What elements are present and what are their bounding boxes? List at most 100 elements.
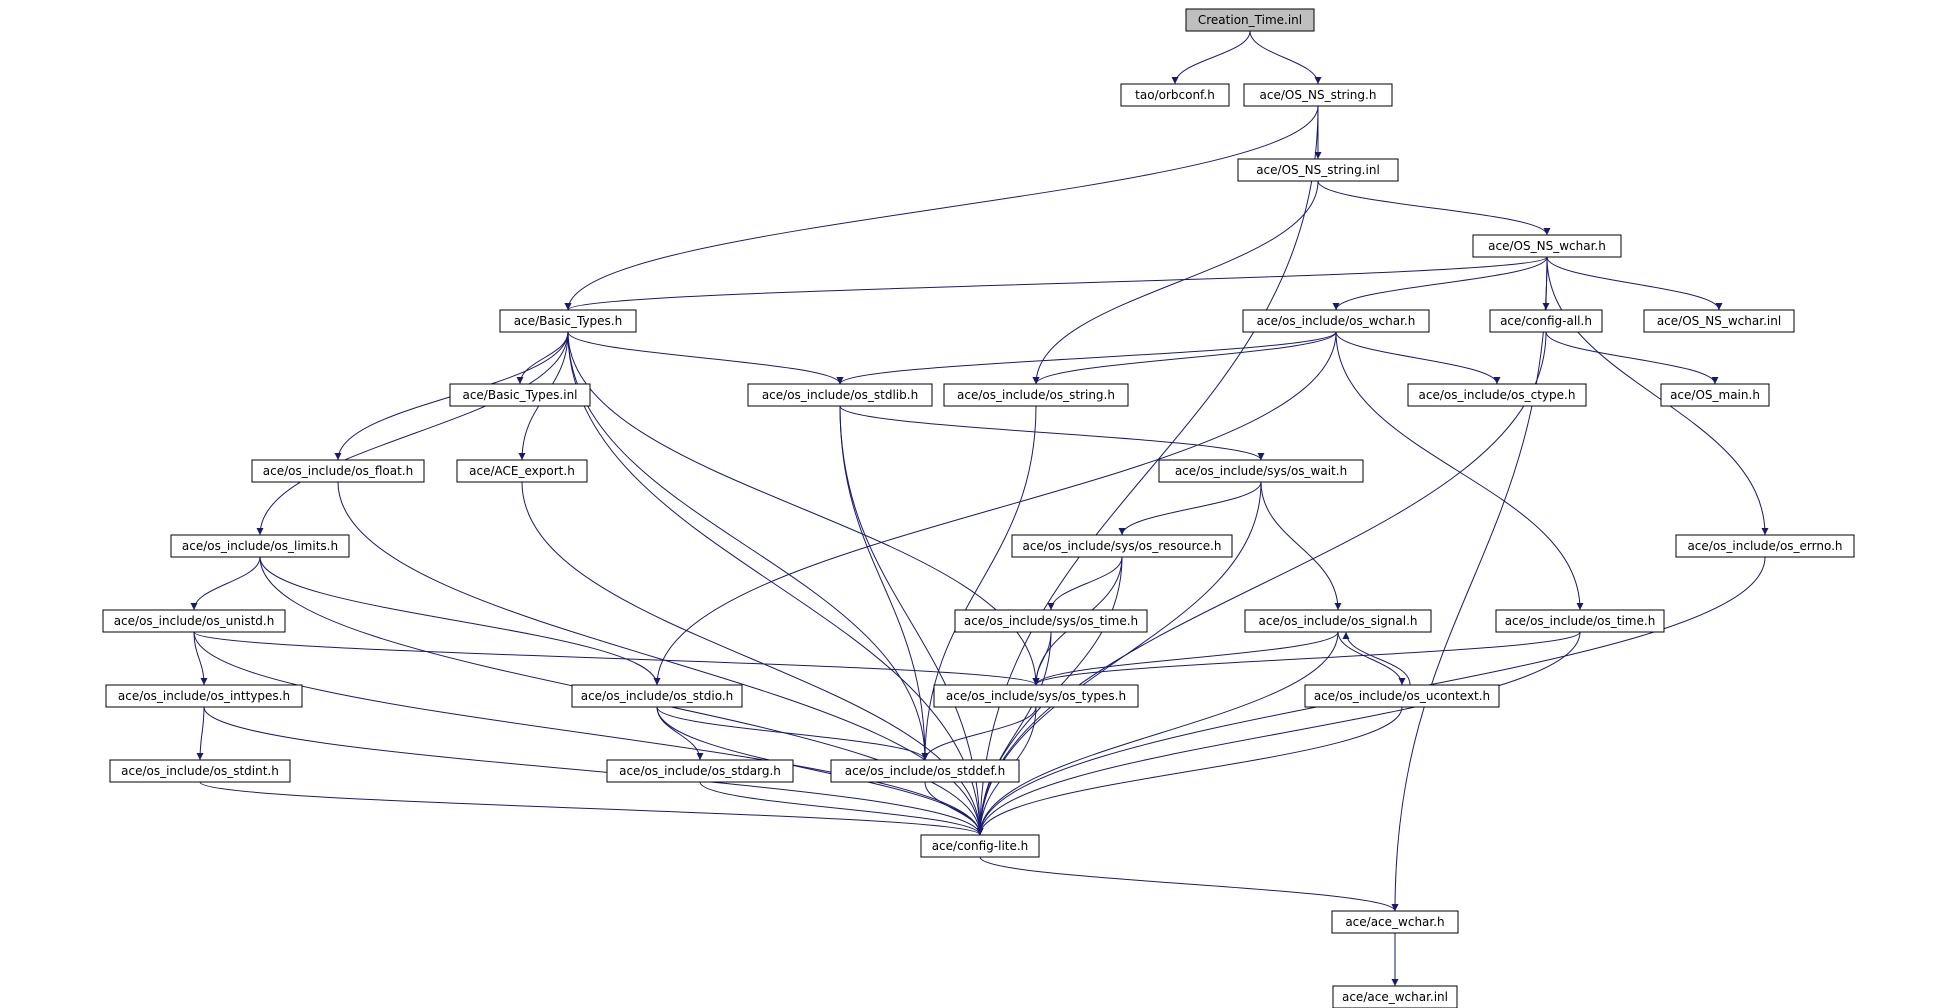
node-label: ace/OS_NS_string.inl <box>1256 163 1380 177</box>
edge-os_time_h-to-sys_os_types_h <box>1032 631 1581 686</box>
node-box <box>933 684 1139 708</box>
node-box <box>251 459 425 483</box>
node-os_stdio_h[interactable]: ace/os_include/os_stdio.h <box>571 684 743 708</box>
node-os_stddef_h[interactable]: ace/os_include/os_stddef.h <box>830 759 1020 783</box>
node-box <box>102 609 286 633</box>
node-label: ace/os_include/os_string.h <box>957 388 1115 402</box>
node-ace_export_h[interactable]: ace/ACE_export.h <box>456 459 588 483</box>
node-box <box>1332 985 1458 1008</box>
node-os_ns_wchar_inl[interactable]: ace/OS_NS_wchar.inl <box>1643 309 1795 333</box>
edge-os_ns_string_inl-to-os_ns_wchar_h <box>1317 180 1551 236</box>
node-box <box>1489 309 1603 333</box>
node-tao_orbconf_h[interactable]: tao/orbconf.h <box>1120 83 1230 107</box>
edge-os_unistd_h-to-sys_os_types_h <box>193 631 1040 686</box>
node-basic_types_h[interactable]: ace/Basic_Types.h <box>499 309 637 333</box>
edge-config_lite_h-to-ace_wchar_h <box>979 856 1399 912</box>
node-sys_os_resource_h[interactable]: ace/os_include/sys/os_resource.h <box>1011 534 1233 558</box>
node-label: ace/os_include/os_time.h <box>1505 614 1656 628</box>
node-box <box>1660 383 1770 407</box>
node-box <box>105 684 303 708</box>
edge-basic_types_h-to-os_limits_h <box>256 331 569 536</box>
edge-os_stdio_h-to-config_lite_h <box>656 706 984 836</box>
node-label: ace/ACE_export.h <box>469 464 575 478</box>
node-basic_types_inl[interactable]: ace/Basic_Types.inl <box>449 383 591 407</box>
node-os_ns_string_inl[interactable]: ace/OS_NS_string.inl <box>1237 158 1399 182</box>
node-box <box>571 684 743 708</box>
node-box <box>1472 234 1622 258</box>
edge-os_string_h-to-os_stddef_h <box>921 405 1037 761</box>
edge-os_stdio_h-to-os_stdarg_h <box>656 706 704 761</box>
node-config_all_h[interactable]: ace/config-all.h <box>1489 309 1603 333</box>
node-box <box>1675 534 1855 558</box>
edge-sys_os_resource_h-to-sys_os_time_h <box>1047 556 1123 611</box>
node-box <box>1120 83 1230 107</box>
edge-sys_os_types_h-to-os_stddef_h <box>921 706 1037 761</box>
node-creation_time_inl[interactable]: Creation_Time.inl <box>1185 8 1315 32</box>
node-os_ucontext_h[interactable]: ace/os_include/os_ucontext.h <box>1304 684 1500 708</box>
node-os_ctype_h[interactable]: ace/os_include/os_ctype.h <box>1407 383 1587 407</box>
edge-os_ns_wchar_h-to-ace_wchar_h <box>1391 256 1548 912</box>
node-ace_wchar_inl[interactable]: ace/ace_wchar.inl <box>1332 985 1458 1008</box>
edge-config_all_h-to-config_lite_h <box>976 331 1547 836</box>
node-label: ace/os_include/sys/os_wait.h <box>1175 464 1347 478</box>
node-label: ace/OS_NS_wchar.h <box>1488 239 1606 253</box>
node-box <box>1304 684 1500 708</box>
edge-os_stdio_h-to-os_stddef_h <box>656 706 929 761</box>
edge-basic_types_h-to-config_lite_h <box>567 331 984 836</box>
node-label: ace/ace_wchar.inl <box>1342 990 1448 1004</box>
node-label: ace/os_include/sys/os_types.h <box>946 689 1126 703</box>
node-os_stdint_h[interactable]: ace/os_include/os_stdint.h <box>109 759 291 783</box>
node-config_lite_h[interactable]: ace/config-lite.h <box>920 834 1040 858</box>
node-ace_wchar_h[interactable]: ace/ace_wchar.h <box>1331 910 1459 934</box>
node-box <box>456 459 588 483</box>
edge-os_signal_h-to-os_ucontext_h <box>1337 631 1406 686</box>
edge-os_stddef_h-to-config_lite_h <box>924 781 984 836</box>
node-label: ace/os_include/os_limits.h <box>182 539 338 553</box>
node-label: ace/os_include/os_float.h <box>263 464 413 478</box>
node-label: ace/os_include/os_stdint.h <box>121 764 279 778</box>
edge-os_unistd_h-to-config_lite_h <box>193 631 984 836</box>
node-os_include_os_wchar_h[interactable]: ace/os_include/os_wchar.h <box>1242 309 1430 333</box>
node-os_ns_string_h[interactable]: ace/OS_NS_string.h <box>1243 83 1393 107</box>
node-box <box>830 759 1020 783</box>
node-box <box>1243 83 1393 107</box>
node-label: ace/os_include/os_errno.h <box>1687 539 1842 553</box>
node-os_float_h[interactable]: ace/os_include/os_float.h <box>251 459 425 483</box>
node-os_ns_wchar_h[interactable]: ace/OS_NS_wchar.h <box>1472 234 1622 258</box>
node-os_inttypes_h[interactable]: ace/os_include/os_inttypes.h <box>105 684 303 708</box>
edge-os_include_os_wchar_h-to-os_stdlib_h <box>836 331 1337 385</box>
node-box <box>1242 309 1430 333</box>
node-os_limits_h[interactable]: ace/os_include/os_limits.h <box>170 534 350 558</box>
edge-os_limits_h-to-os_stdio_h <box>259 556 661 686</box>
edge-os_signal_h-to-config_lite_h <box>976 631 1339 836</box>
node-label: ace/ace_wchar.h <box>1345 915 1444 929</box>
node-box <box>1158 459 1364 483</box>
node-box <box>747 383 933 407</box>
node-box <box>1407 383 1587 407</box>
node-label: ace/os_include/os_stdio.h <box>581 689 734 703</box>
node-sys_os_types_h[interactable]: ace/os_include/sys/os_types.h <box>933 684 1139 708</box>
node-os_signal_h[interactable]: ace/os_include/os_signal.h <box>1244 609 1432 633</box>
edge-sys_os_time_h-to-config_lite_h <box>976 631 1052 836</box>
node-sys_os_time_h[interactable]: ace/os_include/sys/os_time.h <box>954 609 1148 633</box>
edge-os_signal_h-to-sys_os_types_h <box>1032 631 1339 686</box>
node-os_string_h[interactable]: ace/os_include/os_string.h <box>943 383 1129 407</box>
node-os_unistd_h[interactable]: ace/os_include/os_unistd.h <box>102 609 286 633</box>
edge-os_ucontext_h-to-os_signal_h <box>1342 631 1411 686</box>
edge-os_stdarg_h-to-config_lite_h <box>699 781 984 836</box>
node-os_stdarg_h[interactable]: ace/os_include/os_stdarg.h <box>606 759 794 783</box>
node-os_time_h[interactable]: ace/os_include/os_time.h <box>1495 609 1665 633</box>
edge-os_ns_string_h-to-basic_types_h <box>564 105 1319 311</box>
edge-os_ns_string_inl-to-os_string_h <box>1032 180 1319 385</box>
node-sys_os_wait_h[interactable]: ace/os_include/sys/os_wait.h <box>1158 459 1364 483</box>
node-label: ace/os_include/os_inttypes.h <box>118 689 290 703</box>
edge-os_limits_h-to-os_unistd_h <box>190 556 261 611</box>
edge-basic_types_h-to-basic_types_inl <box>516 331 569 385</box>
edge-os_ns_wchar_h-to-basic_types_h <box>564 256 1548 311</box>
node-label: ace/os_include/os_ucontext.h <box>1314 689 1490 703</box>
node-os_errno_h[interactable]: ace/os_include/os_errno.h <box>1675 534 1855 558</box>
node-box <box>109 759 291 783</box>
node-os_stdlib_h[interactable]: ace/os_include/os_stdlib.h <box>747 383 933 407</box>
node-os_main_h[interactable]: ace/OS_main.h <box>1660 383 1770 407</box>
node-box <box>943 383 1129 407</box>
